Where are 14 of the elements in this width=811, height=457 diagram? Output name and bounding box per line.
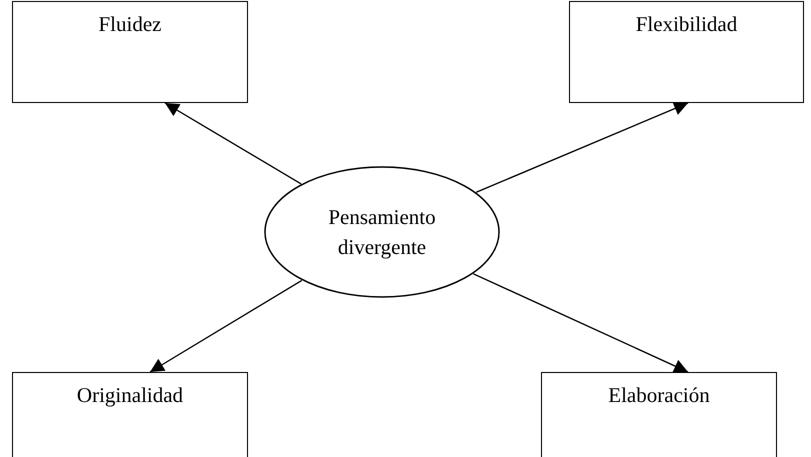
concept-box	[12, 1, 248, 103]
node-label: Elaboración	[608, 383, 710, 407]
concept-box	[541, 372, 777, 457]
concept-box	[569, 1, 804, 103]
arrow	[164, 102, 302, 184]
node-label: Originalidad	[76, 383, 184, 407]
node-label: Flexibilidad	[636, 12, 738, 36]
node-label: Fluidez	[98, 12, 162, 36]
arrow	[473, 273, 688, 373]
node-label: Pensamiento divergente	[327, 204, 437, 261]
concept-box	[12, 372, 248, 457]
concept-ellipse	[264, 166, 500, 298]
arrow	[476, 102, 688, 193]
arrow	[150, 280, 302, 373]
